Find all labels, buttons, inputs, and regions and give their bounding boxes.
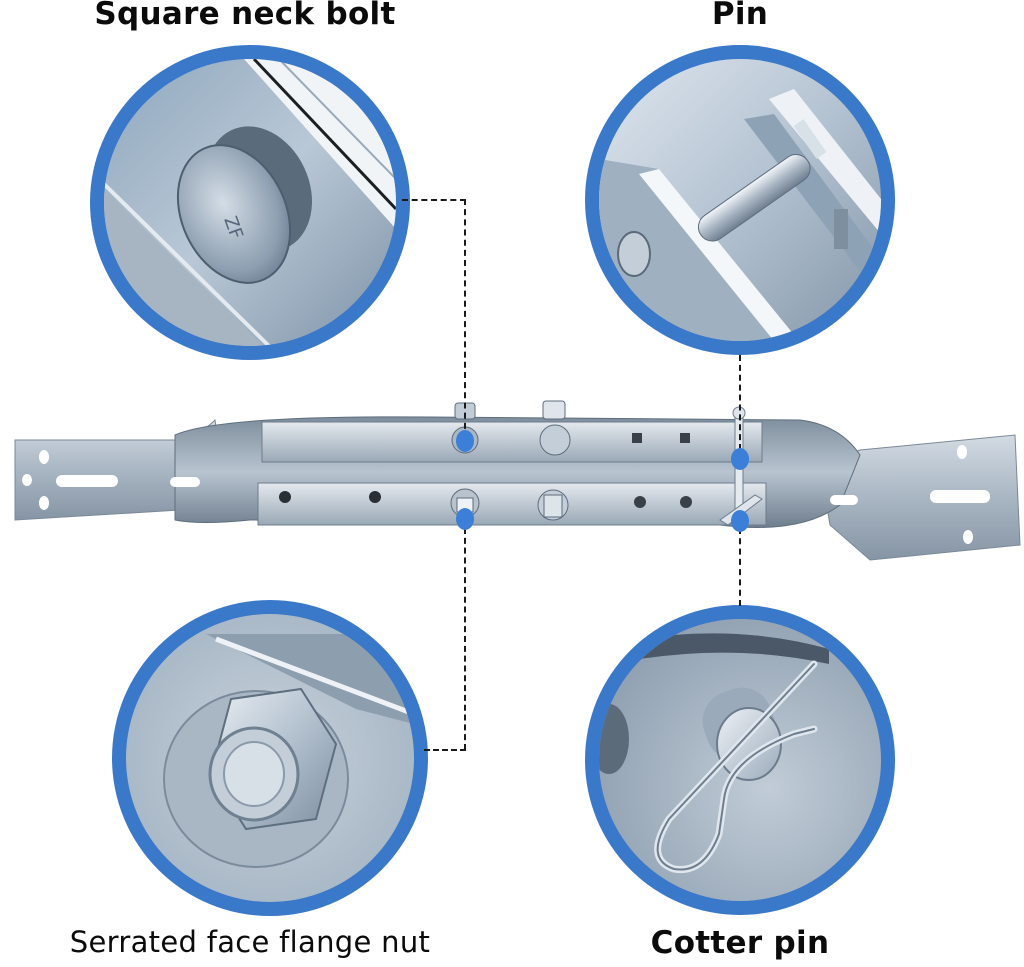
callout-serrated-face-flange-nut: [112, 600, 428, 916]
bracket-assembly-image: [0, 395, 1024, 570]
label-serrated-face-flange-nut: Serrated face flange nut: [69, 925, 431, 959]
callout-pin: [585, 45, 895, 355]
label-square-neck-bolt: Square neck bolt: [94, 0, 396, 32]
marker-dot-cotter-pin: [731, 510, 749, 532]
connector-flange-nut-vertical: [464, 528, 466, 750]
label-cotter-pin: Cotter pin: [650, 925, 830, 961]
connector-square-neck-bolt-horizontal: [402, 199, 466, 201]
marker-dot-square-neck-bolt: [456, 430, 474, 452]
flange-nut-closeup-image: [126, 614, 414, 902]
connector-pin-vertical: [739, 355, 741, 450]
label-pin: Pin: [711, 0, 769, 32]
connector-cotter-pin-vertical: [739, 528, 741, 606]
cotter-pin-closeup-image: [599, 619, 881, 901]
callout-square-neck-bolt: ZF: [90, 45, 410, 360]
callout-cotter-pin: [585, 605, 895, 915]
pin-closeup-image: [599, 59, 881, 341]
marker-dot-pin: [731, 448, 749, 470]
square-neck-bolt-closeup-image: ZF: [104, 59, 396, 346]
connector-square-neck-bolt-vertical: [464, 199, 466, 439]
connector-flange-nut-horizontal: [424, 749, 466, 751]
marker-dot-flange-nut: [456, 508, 474, 530]
